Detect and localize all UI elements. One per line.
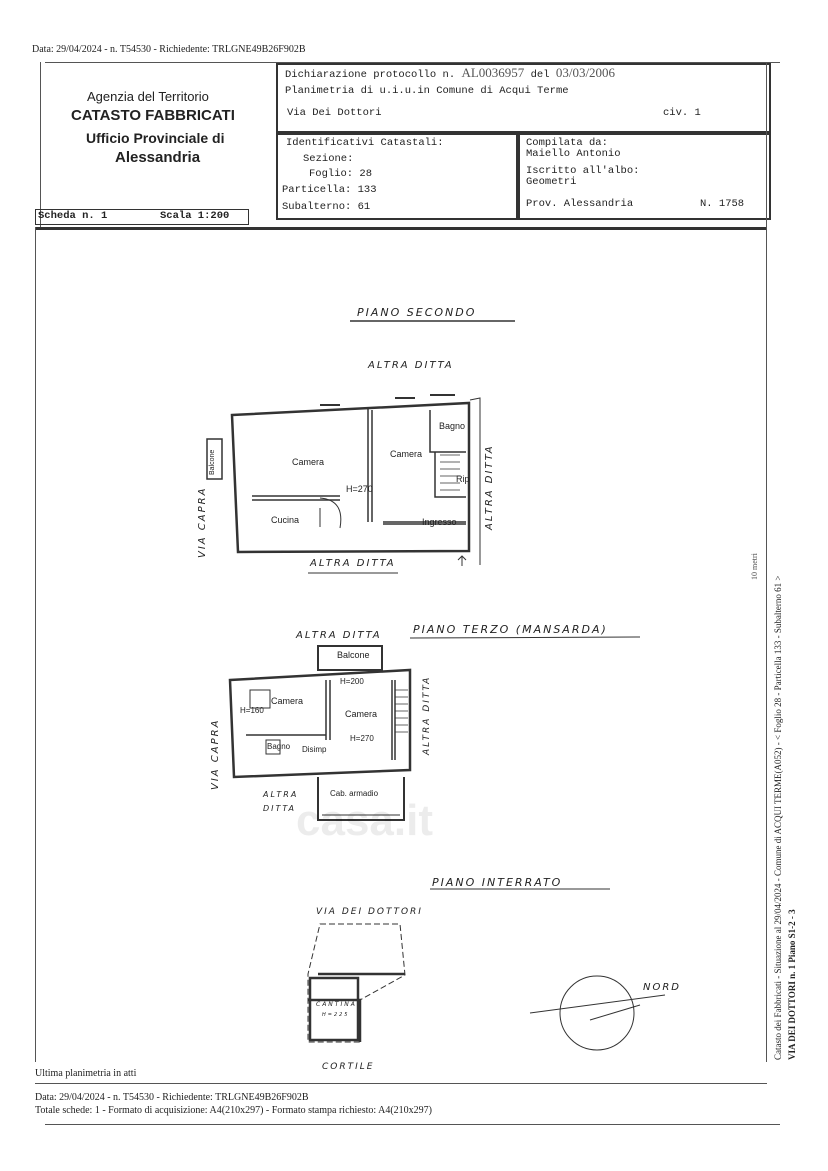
right-margin-line2: VIA DEI DOTTORI n. 1 Piano S1-2 - 3 bbox=[787, 909, 797, 1060]
header-line: Data: 29/04/2024 - n. T54530 - Richieden… bbox=[32, 44, 306, 55]
catastal-subalterno: Subalterno: 61 bbox=[282, 201, 371, 213]
drawing-frame-right bbox=[766, 62, 767, 1062]
right-margin-line1: Catasto dei Fabbricati - Situazione al 2… bbox=[773, 575, 783, 1060]
footer-divider bbox=[35, 1083, 767, 1084]
terzo-altra-right: ALTRA DITTA bbox=[422, 675, 432, 755]
protocol-line: Dichiarazione protocollo n. AL0036957 de… bbox=[285, 65, 615, 81]
secondo-via: VIA CAPRA bbox=[197, 486, 208, 558]
agency-line2: CATASTO FABBRICATI bbox=[71, 107, 235, 124]
declaration-box bbox=[276, 63, 771, 135]
frame-bottom bbox=[45, 1124, 780, 1125]
protocol-number: AL0036957 bbox=[461, 65, 525, 80]
right-margin-stamp: 10 metri bbox=[750, 553, 759, 580]
watermark: casa.it bbox=[296, 796, 433, 845]
interrato-cortile: CORTILE bbox=[322, 1062, 375, 1072]
agency-line3: Ufficio Provinciale di bbox=[86, 130, 225, 146]
drawing-frame-left bbox=[35, 227, 36, 1062]
secondo-outline bbox=[230, 401, 471, 554]
scheda-label: Scheda n. 1 bbox=[38, 210, 108, 222]
terzo-bagno: Bagno bbox=[267, 742, 291, 751]
agency-line4: Alessandria bbox=[115, 149, 201, 166]
compilata-label: Compilata da: bbox=[526, 137, 608, 149]
prov: Prov. Alessandria bbox=[526, 198, 634, 210]
street: Via Dei Dottori bbox=[287, 107, 382, 119]
date-label: del bbox=[530, 69, 550, 81]
drawing-frame-top bbox=[35, 227, 767, 230]
secondo-height: H=270 bbox=[346, 484, 373, 494]
terzo-title: PIANO TERZO (MANSARDA) bbox=[413, 623, 608, 636]
interrato-cantina: CANTINA bbox=[316, 1001, 357, 1008]
catastal-box bbox=[276, 131, 520, 220]
interrato-cantina-h: H=225 bbox=[322, 1012, 350, 1018]
plan-line: Planimetria di u.i.u.in Comune di Acqui … bbox=[285, 85, 569, 97]
secondo-rip: Rip bbox=[456, 474, 470, 484]
catastal-foglio: Foglio: 28 bbox=[309, 168, 373, 180]
scheda-scale: Scala 1:200 bbox=[160, 210, 230, 222]
catastal-sezione: Sezione: bbox=[303, 153, 354, 165]
frame-left-top bbox=[40, 62, 41, 230]
terzo-altra-bottom: ALTRA DITTA bbox=[263, 790, 299, 813]
terzo-camera1: Camera bbox=[271, 696, 304, 706]
secondo-cucina: Cucina bbox=[271, 515, 300, 525]
protocol-date: 03/03/2006 bbox=[555, 65, 616, 80]
compiler-name: Maiello Antonio bbox=[526, 148, 621, 160]
protocol-label: Dichiarazione protocollo n. bbox=[285, 69, 456, 81]
interrato-via: VIA DEI DOTTORI bbox=[316, 907, 423, 917]
terzo-h160: H=160 bbox=[240, 706, 264, 715]
secondo-title: PIANO SECONDO bbox=[357, 306, 477, 319]
albo-label: Iscritto all'albo: bbox=[526, 165, 640, 177]
terzo-h200: H=200 bbox=[340, 677, 364, 686]
terzo-h270: H=270 bbox=[350, 734, 374, 743]
frame-top bbox=[45, 62, 780, 63]
terzo-balcone: Balcone bbox=[337, 650, 370, 660]
footer-totale: Totale schede: 1 - Formato di acquisizio… bbox=[35, 1105, 432, 1116]
secondo-camera1: Camera bbox=[292, 457, 325, 467]
civ: civ. 1 bbox=[663, 107, 701, 119]
secondo-altra-bottom: ALTRA DITTA bbox=[310, 558, 396, 569]
catastal-title: Identificativi Catastali: bbox=[286, 137, 444, 149]
agency-line1: Agenzia del Territorio bbox=[87, 89, 209, 104]
compiler-box bbox=[516, 131, 771, 220]
terzo-via: VIA CAPRA bbox=[210, 718, 221, 790]
secondo-balcone: Balcone bbox=[209, 449, 216, 475]
terzo-camera2: Camera bbox=[345, 709, 378, 719]
terzo-cab: Cab. armadio bbox=[330, 789, 379, 798]
terzo-disimp: Disimp bbox=[302, 745, 327, 754]
interrato-title: PIANO INTERRATO bbox=[432, 876, 563, 889]
footer-ultima: Ultima planimetria in atti bbox=[35, 1068, 137, 1079]
albo: Geometri bbox=[526, 176, 577, 188]
compiler-number: N. 1758 bbox=[700, 198, 745, 210]
terzo-outline bbox=[228, 668, 412, 779]
secondo-ingresso: Ingresso bbox=[422, 517, 457, 527]
terzo-altra-top: ALTRA DITTA bbox=[296, 630, 382, 641]
scheda-box bbox=[35, 209, 249, 225]
secondo-altra-right: ALTRA DITTA bbox=[484, 444, 495, 530]
interrato-nord: NORD bbox=[643, 982, 681, 993]
secondo-altra-top: ALTRA DITTA bbox=[368, 360, 454, 371]
secondo-bagno: Bagno bbox=[439, 421, 466, 431]
catastal-particella: Particella: 133 bbox=[282, 184, 377, 196]
secondo-camera2: Camera bbox=[390, 449, 423, 459]
footer-data: Data: 29/04/2024 - n. T54530 - Richieden… bbox=[35, 1092, 309, 1103]
